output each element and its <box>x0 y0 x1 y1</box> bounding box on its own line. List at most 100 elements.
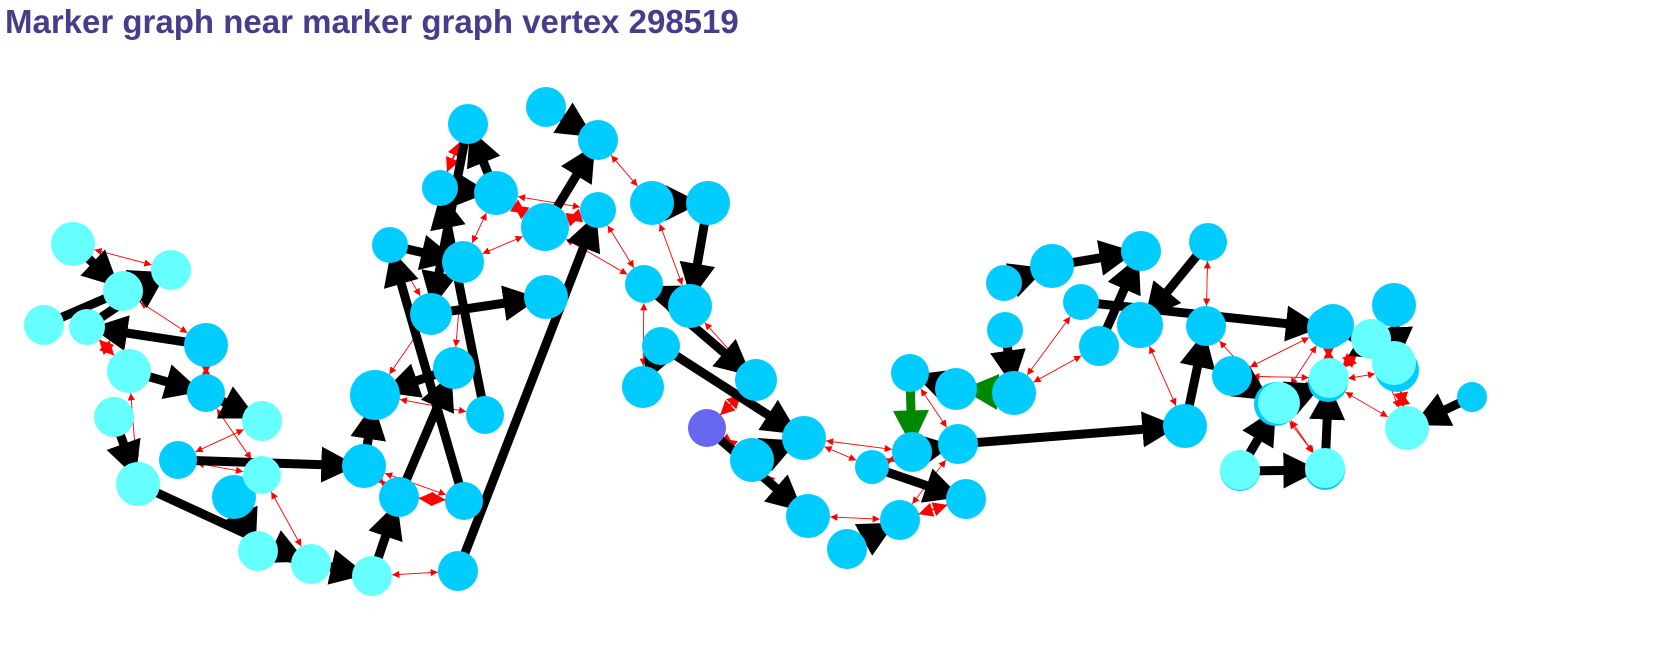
strong-edge <box>1064 240 1136 276</box>
graph-vertex <box>466 396 504 434</box>
strong-edge <box>399 373 455 488</box>
graph-vertex <box>107 349 151 393</box>
special-edge <box>892 384 929 447</box>
graph-vertex <box>625 265 663 303</box>
graph-vertex <box>243 456 281 494</box>
graph-vertex <box>1212 356 1252 396</box>
graph-vertex <box>212 475 256 519</box>
graph-vertex <box>1063 284 1099 320</box>
graph-vertex <box>642 327 680 365</box>
strong-edge <box>1179 331 1216 415</box>
weak-edge <box>1250 336 1312 367</box>
graph-vertex <box>352 556 392 596</box>
graph-vertex <box>433 347 475 389</box>
graph-vertex <box>1163 404 1207 448</box>
vertices <box>24 87 1487 596</box>
graph-vertex <box>782 416 826 460</box>
graph-vertex <box>855 450 889 484</box>
graph-vertex <box>372 227 408 263</box>
strong-edge <box>880 466 961 503</box>
weak-edge <box>658 223 684 288</box>
graph-vertex <box>630 181 674 225</box>
weak-edge <box>482 235 526 255</box>
strong-edge <box>679 215 716 300</box>
strong-edge <box>458 214 601 562</box>
strong-edge <box>383 249 466 492</box>
strong-edge <box>430 192 488 405</box>
weak-edge <box>1341 351 1359 369</box>
weak-edge <box>392 570 441 579</box>
weak-edge <box>193 429 244 454</box>
graph-vertex <box>1186 306 1226 346</box>
graph-vertex <box>986 265 1022 301</box>
graph-vertex <box>891 354 929 392</box>
graph-vertex <box>1312 304 1354 346</box>
graph-vertex <box>1372 283 1416 327</box>
strong-edge <box>548 144 597 218</box>
weak-edge <box>99 339 116 358</box>
weak-edge <box>513 205 530 220</box>
graph-vertex <box>474 171 518 215</box>
graph-vertex <box>1309 358 1349 398</box>
weak-edge <box>567 208 584 223</box>
graph-vertex <box>1189 223 1227 261</box>
graph-vertex <box>438 551 478 591</box>
graph-vertex <box>1305 448 1345 488</box>
weak-edge <box>918 502 950 517</box>
weak-edge <box>1031 355 1082 384</box>
weak-edge <box>1347 372 1378 381</box>
strong-edge <box>140 364 202 400</box>
weak-edge <box>1289 418 1314 454</box>
strong-edge <box>1099 256 1141 337</box>
start-vertex <box>688 409 726 447</box>
graph-vertex <box>442 241 484 283</box>
graph-vertex <box>1385 406 1429 450</box>
graph-vertex <box>151 250 191 290</box>
weak-edge <box>1149 346 1178 409</box>
graph-vertex <box>935 368 977 410</box>
graph-vertex <box>1258 382 1300 424</box>
page-title: Marker graph near marker graph vertex 29… <box>5 3 739 40</box>
graph-vertex <box>578 120 618 160</box>
graph-vertex <box>622 366 664 408</box>
weak-edge <box>1252 372 1312 381</box>
weak-edge <box>611 155 640 189</box>
weak-edge <box>1345 392 1391 419</box>
weak-edge <box>824 446 859 462</box>
weak-edge <box>607 225 636 270</box>
weak-edge <box>1027 314 1072 376</box>
weak-edge <box>271 491 303 549</box>
weak-edge <box>418 491 447 507</box>
graph-vertex <box>1030 244 1074 288</box>
graph-vertex <box>524 275 568 319</box>
graph-vertex <box>992 371 1036 415</box>
graph-vertex <box>116 462 160 506</box>
graph-vertex <box>69 309 105 345</box>
graph-vertex <box>1457 382 1487 412</box>
strong-edge <box>91 315 194 351</box>
graph-vertex <box>580 192 616 228</box>
graph-vertex <box>938 424 978 464</box>
strong-edge <box>368 502 403 567</box>
graph-vertex <box>379 477 419 517</box>
graph-vertex <box>350 370 400 420</box>
graph-vertex <box>103 271 143 311</box>
graph-vertex <box>448 104 488 144</box>
weak-edge <box>1289 345 1317 388</box>
graph-vertex <box>1351 319 1391 359</box>
graph-vertex <box>238 531 278 571</box>
graph-vertex <box>342 444 386 488</box>
graph-vertex <box>730 438 774 482</box>
strong-edge <box>969 411 1179 448</box>
graph-vertex <box>445 482 483 520</box>
graph-vertex <box>786 494 830 538</box>
strong-edges <box>53 102 1466 585</box>
graph-vertex <box>242 401 282 441</box>
weak-edge <box>446 140 462 173</box>
graph-vertex <box>880 500 920 540</box>
graph-vertex <box>291 544 331 584</box>
graph-vertex <box>159 441 197 479</box>
graph-vertex <box>735 359 777 401</box>
graph-vertex <box>1079 326 1119 366</box>
